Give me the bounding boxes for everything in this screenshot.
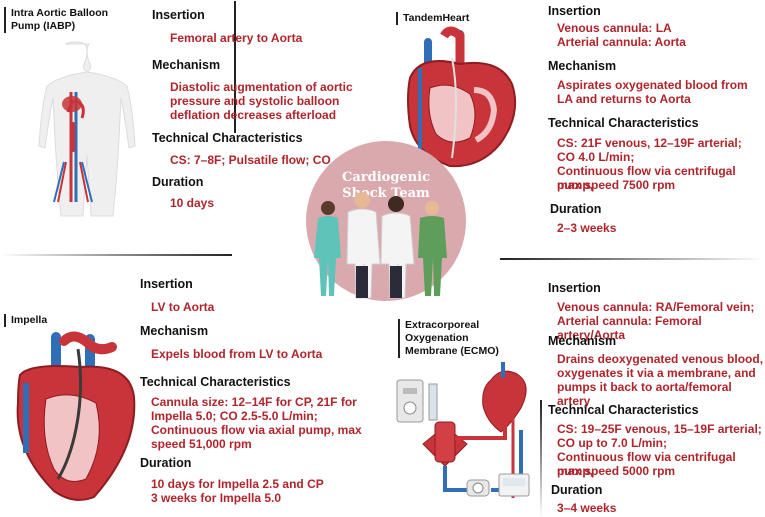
- ecmo-insertion-heading: Insertion: [548, 281, 601, 295]
- tandem-duration-heading: Duration: [550, 202, 602, 216]
- iabp-mechanism-line1: Diastolic augmentation of aortic: [170, 80, 353, 94]
- divider-right-horizontal: [500, 258, 765, 260]
- divider-bottom-center: [540, 400, 542, 517]
- iabp-insertion-value: Femoral artery to Aorta: [170, 31, 303, 45]
- impella-duration-heading: Duration: [140, 456, 192, 470]
- ecmo-mechanism-heading: Mechanism: [548, 334, 617, 348]
- impella-tech-line3: Continuous flow via axial pump, max: [151, 423, 362, 437]
- iabp-duration-value: 10 days: [170, 196, 215, 210]
- iabp-tech-line1: CS: 7–8F; Pulsatile flow; CO: [170, 153, 331, 167]
- ecmo-duration-heading: Duration: [551, 483, 603, 497]
- tandem-insertion-line1: Venous cannula: LA: [557, 21, 672, 35]
- ecmo-mechanism-line2: oxygenates it via a membrane, and: [557, 366, 756, 380]
- impella-insertion-heading: Insertion: [140, 277, 193, 291]
- ecmo-mechanism-line1: Drains deoxygenated venous blood,: [557, 352, 764, 366]
- ecmo-title-line3: Membrane (ECMO): [405, 345, 499, 357]
- ecmo-title-line1: Extracorporeal: [405, 319, 480, 331]
- tandem-tech-line4: max speed 7500 rpm: [557, 178, 676, 192]
- iabp-duration-heading: Duration: [152, 175, 204, 189]
- tandem-tech-line1: CS: 21F venous, 12–19F arterial;: [557, 136, 742, 150]
- iabp-mechanism-line2: pressure and systolic balloon: [170, 94, 340, 108]
- tandem-mechanism-line2: LA and returns to Aorta: [557, 92, 691, 106]
- tandem-title: TandemHeart: [396, 12, 469, 25]
- ecmo-tech-line3: Continuous flow via centrifugal pump,: [557, 450, 736, 478]
- tandem-insertion-line2: Arterial cannula: Aorta: [557, 35, 686, 49]
- shock-team-title-line1: Cardiogenic: [342, 170, 430, 185]
- ecmo-title: Extracorporeal Oxygenation Membrane (ECM…: [398, 319, 499, 358]
- impella-mechanism-value: Expels blood from LV to Aorta: [151, 347, 323, 361]
- impella-mechanism-heading: Mechanism: [140, 324, 209, 338]
- divider-left-horizontal: [0, 254, 232, 256]
- impella-tech-line2: Impella 5.0; CO 2.5-5.0 L/min;: [151, 409, 318, 423]
- ecmo-tech-line2: CO up to 7.0 L/min;: [557, 436, 667, 450]
- impella-duration-line2: 3 weeks for Impella 5.0: [151, 491, 282, 505]
- iabp-mechanism-line3: deflation decreases afterload: [170, 108, 337, 122]
- tandem-duration-value: 2–3 weeks: [557, 221, 617, 235]
- tandem-heart-illustration: [407, 26, 517, 168]
- ecmo-insertion-line2: Arterial cannula: Femoral artery/Aorta: [557, 314, 702, 342]
- iabp-tech-heading: Technical Characteristics: [152, 131, 303, 145]
- ecmo-title-line2: Oxygenation: [405, 332, 469, 344]
- ecmo-tech-line4: max speed 5000 rpm: [557, 464, 676, 478]
- impella-tech-line4: speed 51,000 rpm: [151, 437, 252, 451]
- ecmo-tech-line1: CS: 19–25F venous, 15–19F arterial;: [557, 422, 762, 436]
- tandem-tech-line3: Continuous flow via centrifugal pump,: [557, 164, 736, 192]
- iabp-mechanism-heading: Mechanism: [152, 58, 221, 72]
- tandem-tech-heading: Technical Characteristics: [548, 116, 699, 130]
- ecmo-tech-heading: Technical Characteristics: [548, 403, 699, 417]
- impella-insertion-value: LV to Aorta: [151, 300, 215, 314]
- impella-heart-illustration: [16, 331, 136, 501]
- impella-tech-heading: Technical Characteristics: [140, 375, 291, 389]
- ecmo-insertion-line1: Venous cannula: RA/Femoral vein;: [557, 300, 755, 314]
- tandem-insertion-heading: Insertion: [548, 4, 601, 18]
- ecmo-duration-value: 3–4 weeks: [557, 501, 617, 515]
- iabp-insertion-heading: Insertion: [152, 8, 205, 22]
- impella-duration-line1: 10 days for Impella 2.5 and CP: [151, 477, 324, 491]
- ecmo-mechanism-line3: pumps it back to aorta/femoral artery: [557, 380, 732, 408]
- impella-tech-line1: Cannula size: 12–14F for CP, 21F for: [151, 395, 357, 409]
- divider-top-center: [234, 1, 236, 133]
- impella-title: Impella: [4, 314, 47, 327]
- ecmo-circuit-illustration: [396, 362, 530, 498]
- iabp-title: Intra Aortic Balloon Pump (IABP): [4, 7, 126, 33]
- shock-team-people: [314, 192, 447, 299]
- iabp-body-illustration: [38, 41, 136, 217]
- tandem-mechanism-line1: Aspirates oxygenated blood from: [557, 78, 748, 92]
- tandem-mechanism-heading: Mechanism: [548, 59, 617, 73]
- tandem-tech-line2: CO 4.0 L/min;: [557, 150, 635, 164]
